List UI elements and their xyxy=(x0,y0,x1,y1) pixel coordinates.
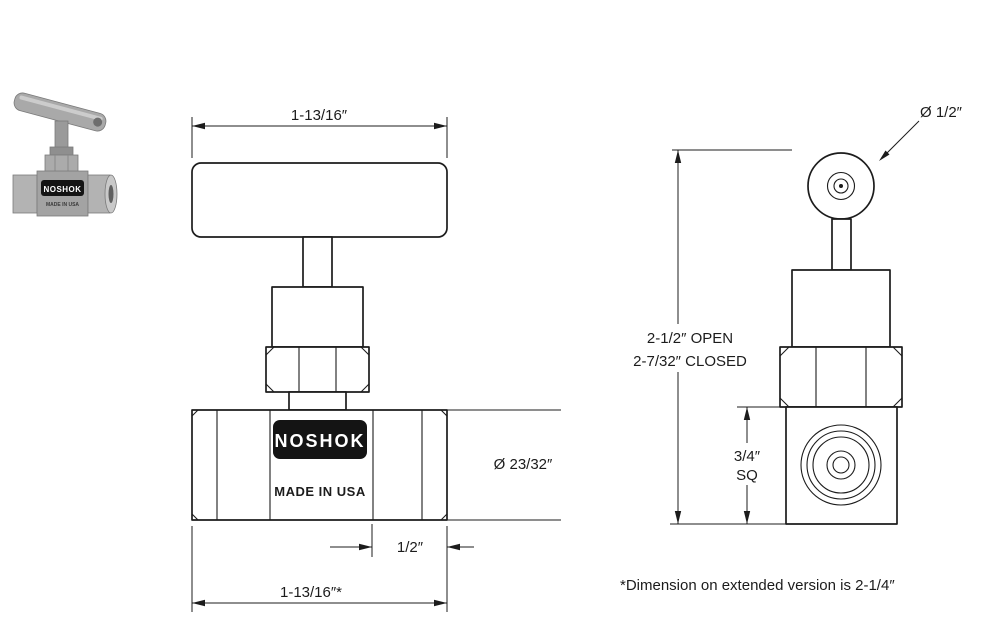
height-open-dim-label: 2-1/2″ OPEN xyxy=(647,330,733,347)
front-hex-nut xyxy=(265,346,370,393)
arrow-down-left-icon xyxy=(879,150,890,161)
arrow-left-icon xyxy=(192,599,205,607)
top-width-dimension: 1-13/16″ xyxy=(191,107,448,158)
port-length-dimension: 1/2″ xyxy=(330,524,474,612)
side-view-drawing: Ø 1/2″ 2-1/2″ OPEN 2-7/32″ CLOSED 3/4″ S… xyxy=(626,104,963,525)
square-dim-unit-label: SQ xyxy=(736,467,758,484)
front-bonnet xyxy=(271,286,364,348)
arrow-left-icon xyxy=(447,543,460,551)
arrow-up-icon xyxy=(674,150,682,163)
thumbnail-origin-label: MADE IN USA xyxy=(46,202,79,208)
front-neck xyxy=(288,391,347,411)
thumbnail-hex-nut xyxy=(44,154,79,173)
arrow-left-icon xyxy=(192,122,205,130)
side-stem xyxy=(831,218,852,271)
thumbnail-port-hole xyxy=(108,185,114,203)
square-dim-value-label: 3/4″ xyxy=(734,448,761,465)
thumbnail-brand-label: NOSHOK xyxy=(43,185,81,194)
thumbnail-handle-hole xyxy=(93,117,103,127)
body-diameter-callout: Ø 23/32″ xyxy=(447,409,561,521)
front-view-drawing: NOSHOK MADE IN USA 1-13/16″ Ø 23/32″ xyxy=(191,107,561,612)
product-photo-thumbnail: NOSHOK MADE IN USA xyxy=(12,92,118,217)
port-face-circle xyxy=(800,424,882,506)
thumbnail-brand-plate xyxy=(41,180,84,196)
side-body-square xyxy=(785,406,898,525)
side-hex-nut xyxy=(779,346,903,408)
front-stem xyxy=(302,236,333,288)
top-width-dim-label: 1-13/16″ xyxy=(291,107,348,124)
thumbnail-stem xyxy=(54,120,69,149)
front-origin-label: MADE IN USA xyxy=(274,484,366,499)
front-handle xyxy=(191,162,448,238)
bottom-width-dim-label: 1-13/16″* xyxy=(280,584,342,601)
arrow-down-icon xyxy=(743,511,751,524)
front-brand-label: NOSHOK xyxy=(274,431,365,451)
overall-height-dimension: 2-1/2″ OPEN 2-7/32″ CLOSED xyxy=(626,149,792,525)
handle-diameter-leader: Ø 1/2″ xyxy=(879,104,963,161)
arrow-right-icon xyxy=(434,599,447,607)
arrow-down-icon xyxy=(674,511,682,524)
body-diameter-dim-label: Ø 23/32″ xyxy=(494,456,553,473)
thumbnail-left-port xyxy=(12,174,38,214)
front-brand-plate: NOSHOK MADE IN USA xyxy=(273,420,367,499)
handle-diameter-dim-label: Ø 1/2″ xyxy=(920,104,963,121)
height-closed-dim-label: 2-7/32″ CLOSED xyxy=(633,353,747,370)
brand-plate-background xyxy=(273,420,367,459)
port-length-dim-label: 1/2″ xyxy=(397,539,424,556)
square-size-dimension: 3/4″ SQ xyxy=(726,406,786,524)
arrow-up-icon xyxy=(743,407,751,420)
bottom-width-dimension: 1-13/16″* xyxy=(191,526,447,612)
arrow-right-icon xyxy=(359,543,372,551)
side-handle-knob xyxy=(807,152,875,220)
arrow-right-icon xyxy=(434,122,447,130)
extended-version-footnote: *Dimension on extended version is 2-1/4″ xyxy=(620,577,895,594)
side-bonnet xyxy=(791,269,891,348)
front-body xyxy=(191,409,448,521)
